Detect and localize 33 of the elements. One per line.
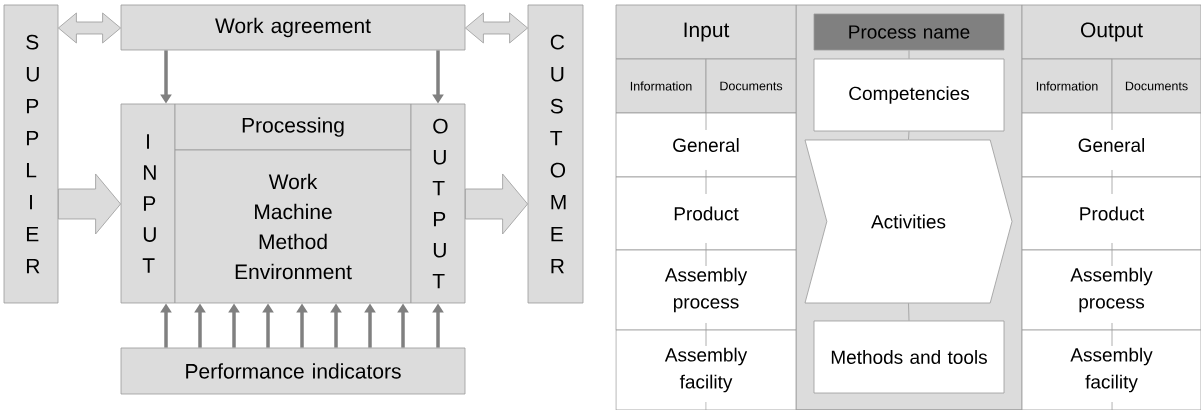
vertical-label-box: O U T P U T: [410, 103, 466, 304]
table-cell: Assembly facility: [615, 329, 797, 410]
table-cell: Assembly process: [615, 249, 797, 331]
double-arrow: [465, 12, 528, 44]
table-header-cell: Information: [1021, 58, 1113, 114]
table-cell: Assembly facility: [1021, 329, 1201, 410]
node-label: Assembly process: [1070, 267, 1153, 313]
table-header-cell: Documents: [705, 58, 797, 114]
vertical-label-box: C U S T O M E R: [527, 4, 584, 304]
header-box: Work agreement: [120, 4, 466, 51]
table-cell: General: [615, 112, 797, 178]
table-header-cell: Input: [615, 4, 797, 60]
node-label: Product: [1080, 206, 1145, 221]
header-box: Performance indicators: [120, 347, 466, 395]
connector-line: [908, 303, 910, 321]
table-header-cell: Information: [615, 58, 707, 114]
table-cell: Product: [615, 176, 797, 251]
block-arrow: [465, 173, 528, 235]
vertical-label-box: S U P P L I E R: [3, 4, 59, 304]
table-cell: General: [1021, 112, 1201, 178]
node-label: General: [1078, 138, 1145, 152]
table-cell: Assembly process: [1021, 249, 1201, 331]
table-cell: Product: [1021, 176, 1201, 251]
block-arrow: [58, 173, 121, 235]
header-box: Processing: [174, 103, 412, 151]
table-header-cell: Documents: [1111, 58, 1201, 114]
process-box: Competencies: [813, 58, 1005, 132]
double-arrow: [58, 12, 121, 44]
connector-line: [908, 131, 910, 140]
vertical-label-box: I N P U T: [120, 103, 176, 304]
process-box: Methods and tools: [813, 320, 1005, 394]
node-label: Output: [1080, 22, 1143, 42]
title-bar: Process name: [813, 13, 1005, 51]
